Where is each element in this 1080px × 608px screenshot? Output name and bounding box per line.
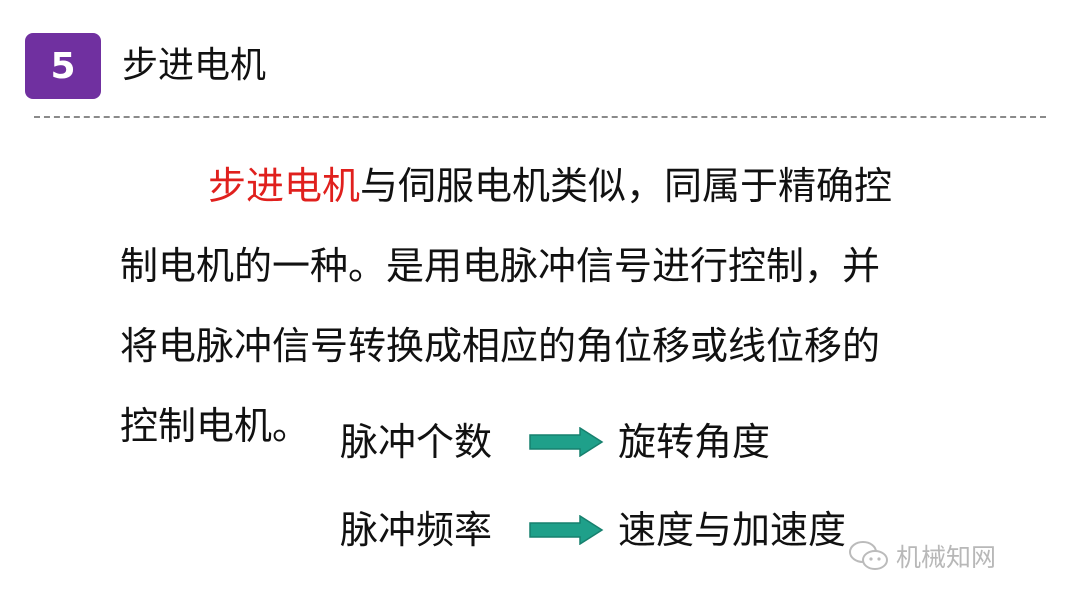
wechat-icon bbox=[849, 541, 888, 570]
line-4: 控制电机。 bbox=[120, 404, 311, 448]
section-number: 5 bbox=[50, 45, 76, 87]
dashed-divider bbox=[34, 116, 1046, 118]
section-number-badge: 5 bbox=[25, 33, 101, 99]
arrow-right-icon bbox=[529, 427, 604, 457]
relation-to: 旋转角度 bbox=[618, 420, 771, 464]
line-3: 将电脉冲信号转换成相应的角位移或线位移的 bbox=[120, 324, 881, 368]
line-1: 与伺服电机类似，同属于精确控 bbox=[360, 164, 893, 208]
relation-row: 脉冲频率 速度与加速度 bbox=[340, 505, 846, 555]
line-2: 制电机的一种。是用电脉冲信号进行控制，并 bbox=[120, 244, 881, 288]
relation-from: 脉冲个数 bbox=[340, 420, 493, 464]
description-paragraph: 步进电机与伺服电机类似，同属于精确控 制电机的一种。是用电脉冲信号进行控制，并 … bbox=[120, 146, 980, 466]
watermark: 机械知网 bbox=[848, 538, 996, 574]
relation-from: 脉冲频率 bbox=[340, 508, 493, 552]
page-title: 步进电机 bbox=[122, 45, 267, 86]
relation-to: 速度与加速度 bbox=[618, 508, 847, 552]
watermark-text: 机械知网 bbox=[896, 543, 997, 572]
highlight-term: 步进电机 bbox=[208, 164, 361, 208]
relation-row: 脉冲个数 旋转角度 bbox=[340, 417, 770, 467]
arrow-right-icon bbox=[529, 515, 604, 545]
